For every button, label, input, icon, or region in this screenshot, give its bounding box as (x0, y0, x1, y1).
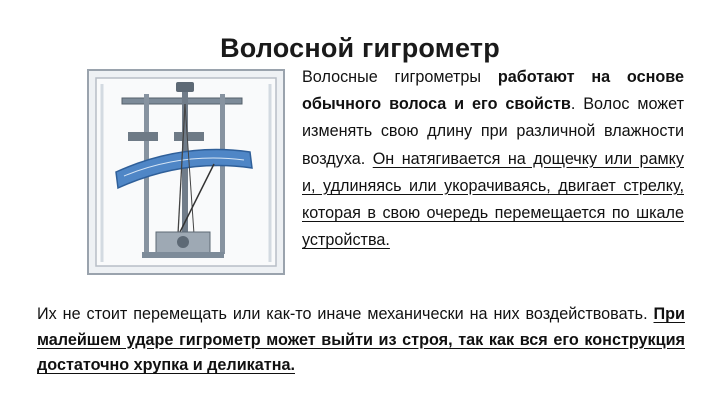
warning-paragraph: Их не стоит перемещать или как-то иначе … (37, 302, 685, 379)
description-paragraph: Волосные гигрометры работают на основе о… (302, 64, 684, 254)
slide-title: Волосной гигрометр (220, 33, 500, 63)
hair-hygrometer-illustration (82, 64, 290, 280)
text-intro: Волосные гигрометры (302, 68, 498, 86)
text-bold-principle: работают на основе обычного волоса и его… (302, 68, 684, 114)
text-underlined-mechanism: Он натягивается на дощечку или рамку и, … (302, 149, 684, 250)
text-warning-fragile: При малейшем ударе гигрометр может выйти… (37, 305, 685, 374)
text-hair-length: . Волос может изменять свою длину при ра… (302, 95, 684, 168)
text-warning-intro: Их не стоит перемещать или как-то иначе … (37, 305, 654, 323)
